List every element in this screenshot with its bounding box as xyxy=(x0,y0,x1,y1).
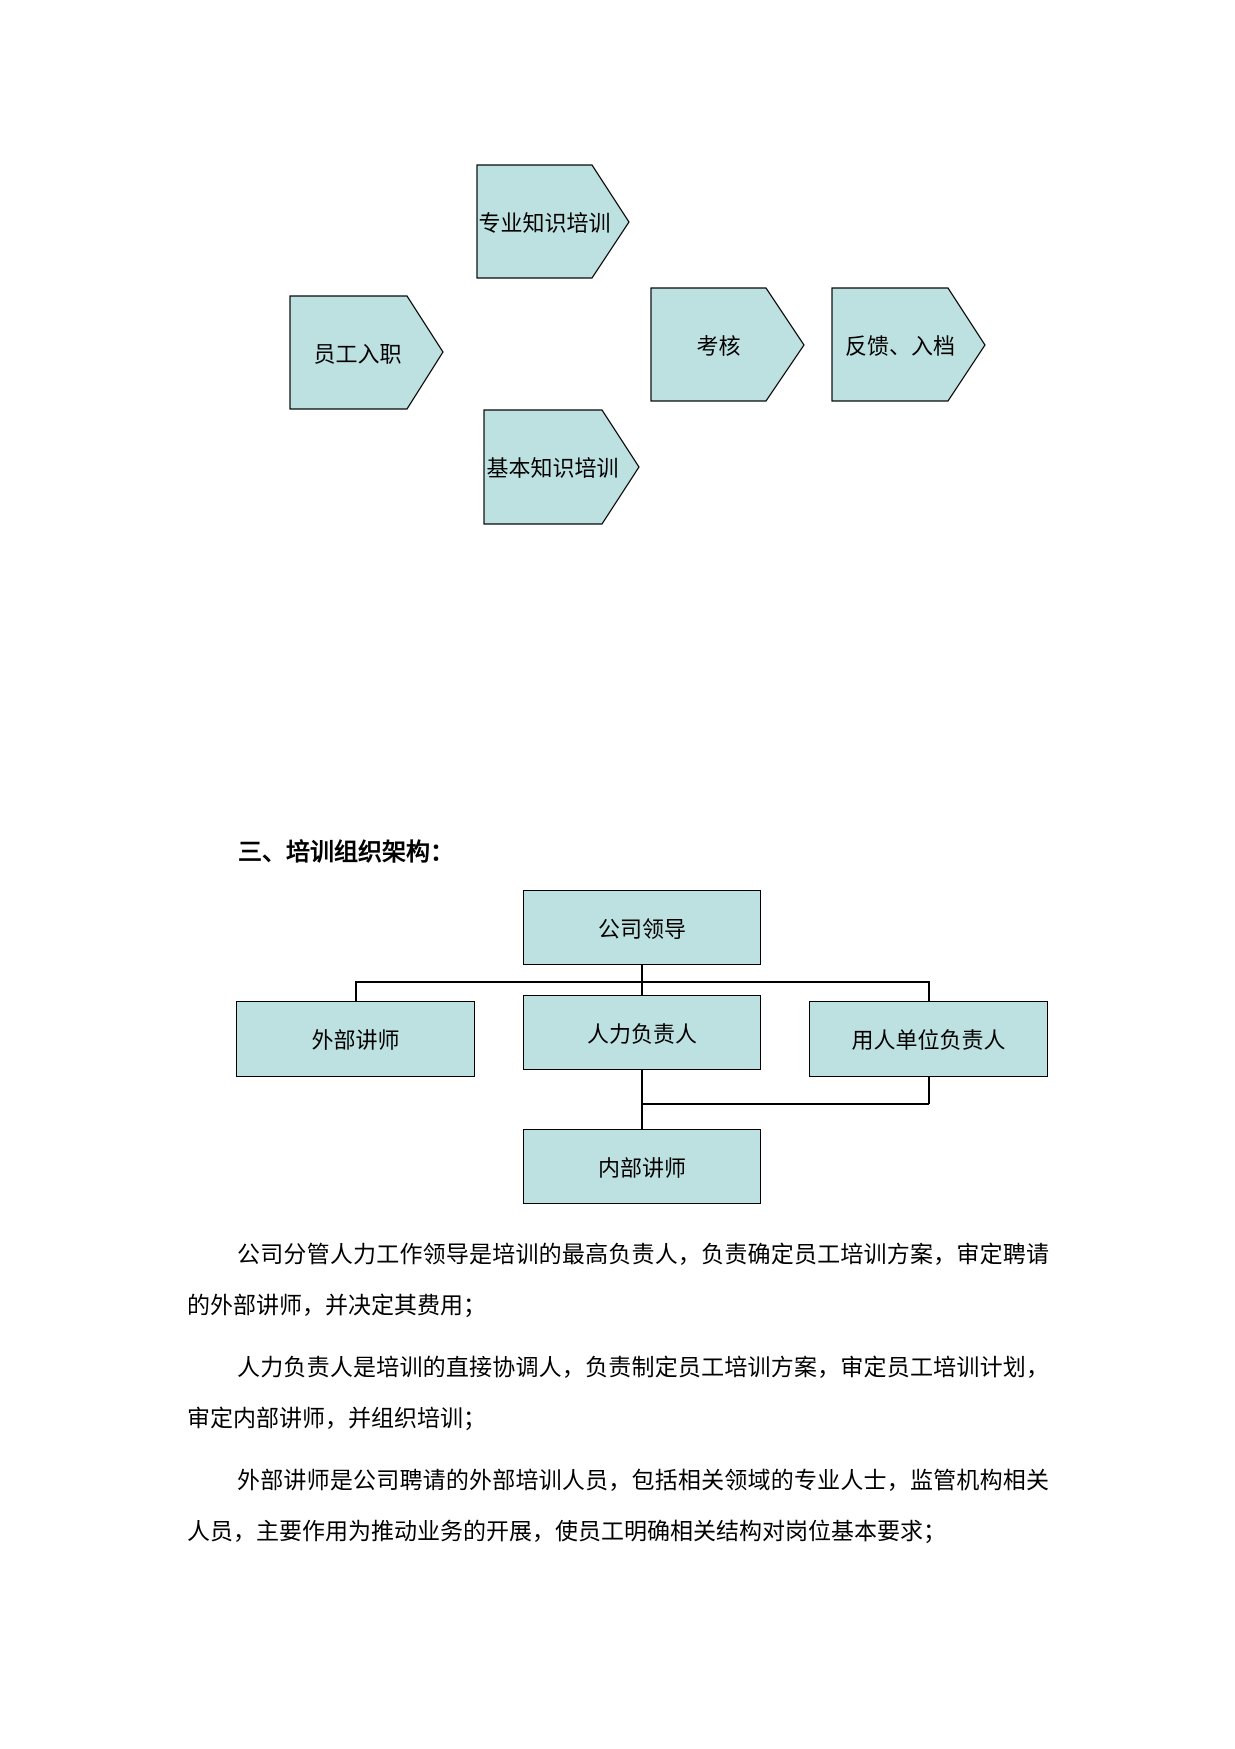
flow-shape-onboarding xyxy=(289,295,444,410)
org-node-label: 内部讲师 xyxy=(597,1156,686,1182)
paragraph-external-trainer-role: 外部讲师是公司聘请的外部培训人员，包括相关领域的专业人士，监管机构相关人员，主要… xyxy=(187,1468,1049,1545)
org-node-dept-head: 用人单位负责人 xyxy=(809,1001,1048,1077)
section-heading: 三、培训组织架构： xyxy=(238,837,454,866)
org-node-label: 用人单位负责人 xyxy=(851,1029,1006,1054)
flow-shape-professional xyxy=(476,164,630,279)
org-connector xyxy=(641,981,643,995)
org-connector xyxy=(928,981,930,1001)
flow-shape-feedback xyxy=(831,287,986,402)
org-node-label: 公司领导 xyxy=(597,917,686,943)
org-node-label: 人力负责人 xyxy=(586,1022,697,1048)
flow-label-assessment: 考核 xyxy=(696,334,741,360)
org-node-label: 外部讲师 xyxy=(311,1029,400,1054)
flow-shape-assessment xyxy=(650,287,805,402)
org-connector xyxy=(355,981,357,1001)
org-node-hr-head: 人力负责人 xyxy=(523,995,761,1070)
paragraph-hr-role: 人力负责人是培训的直接协调人，负责制定员工培训方案，审定员工培训计划，审定内部讲… xyxy=(187,1355,1049,1432)
flow-label-basic: 基本知识培训 xyxy=(486,457,619,482)
org-connector xyxy=(641,1103,929,1105)
training-flowchart xyxy=(289,164,986,525)
paragraph-leader-role: 公司分管人力工作领导是培训的最高负责人，负责确定员工培训方案，审定聘请的外部讲师… xyxy=(187,1242,1049,1319)
flow-shape-basic xyxy=(483,409,640,525)
org-connector xyxy=(928,1077,930,1104)
flow-label-professional: 专业知识培训 xyxy=(478,211,611,237)
org-node-external-trainer: 外部讲师 xyxy=(236,1001,475,1077)
org-connector xyxy=(641,1070,643,1129)
flow-label-feedback: 反馈、入档 xyxy=(844,334,955,360)
flow-label-onboarding: 员工入职 xyxy=(313,342,402,368)
org-node-leader: 公司领导 xyxy=(523,890,761,965)
org-connector xyxy=(641,964,643,981)
org-node-internal-trainer: 内部讲师 xyxy=(523,1129,761,1204)
